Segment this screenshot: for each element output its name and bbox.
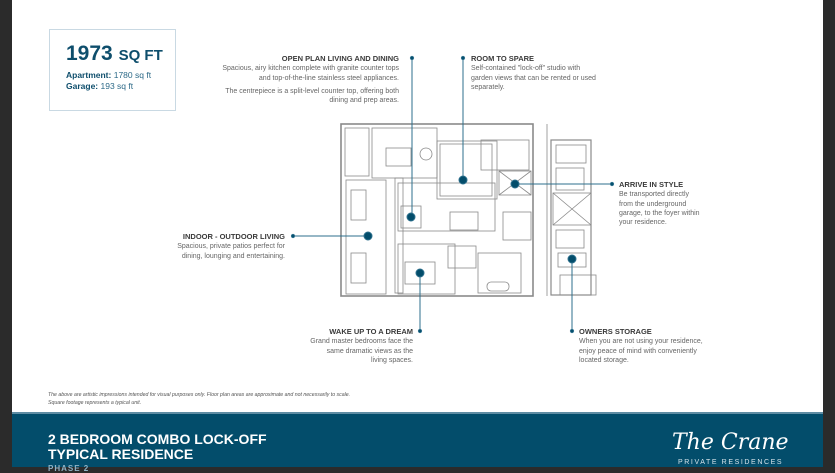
brand-logo-subtitle: PRIVATE RESIDENCES: [678, 459, 784, 466]
room-to-spare-marker: [460, 55, 466, 61]
callout-text: Spacious, private patios perfect for din…: [177, 243, 285, 260]
brand-logo: The Crane: [672, 430, 789, 455]
storage-marker: [569, 328, 575, 334]
disclaimer-line: Square footage represents a typical unit…: [48, 400, 142, 406]
garage-label: Garage:: [66, 81, 99, 91]
total-area: 1973 SQ FT: [66, 42, 163, 66]
square-footage-box: 1973 SQ FT Apartment: 1780 sq ft Garage:…: [49, 29, 176, 111]
callout-text: Spacious, airy kitchen complete with gra…: [222, 65, 399, 82]
phase-label: PHASE 2: [48, 464, 90, 473]
open-plan-marker: [409, 55, 415, 61]
storage-dot: [567, 254, 577, 264]
apartment-value: 1780 sq ft: [113, 70, 152, 80]
apartment-area: Apartment: 1780 sq ft: [66, 70, 151, 80]
total-unit: SQ FT: [118, 47, 163, 64]
callout-title: INDOOR - OUTDOOR LIVING: [182, 232, 285, 241]
callout-text: When you are not using your residence, e…: [579, 338, 703, 364]
callout-arrive-in-style: ARRIVE IN STYLE Be transported directly …: [619, 180, 701, 227]
floor-plan-walls: [340, 123, 597, 297]
callout-indoor-outdoor: INDOOR - OUTDOOR LIVING Spacious, privat…: [160, 232, 285, 261]
callout-open-plan: OPEN PLAN LIVING AND DINING Spacious, ai…: [222, 54, 399, 105]
open-plan-dot: [406, 212, 416, 222]
arrive-dot: [510, 179, 520, 189]
brochure-page: 1973 SQ FT Apartment: 1780 sq ft Garage:…: [12, 0, 823, 467]
total-value: 1973: [66, 42, 113, 65]
callout-title: WAKE UP TO A DREAM: [329, 327, 413, 336]
disclaimer: The above are artistic impressions inten…: [48, 391, 350, 407]
room-to-spare-dot: [458, 175, 468, 185]
residence-title: 2 BEDROOM COMBO LOCK-OFF TYPICAL RESIDEN…: [48, 432, 267, 462]
callout-text: The centrepiece is a split-level counter…: [225, 87, 399, 105]
callout-title: OWNERS STORAGE: [579, 327, 652, 336]
callout-room-to-spare: ROOM TO SPARE Self-contained "lock-off" …: [471, 54, 596, 92]
residence-title-line2: TYPICAL RESIDENCE: [48, 446, 194, 462]
disclaimer-line: The above are artistic impressions inten…: [48, 392, 351, 398]
residence-title-line1: 2 BEDROOM COMBO LOCK-OFF: [48, 431, 267, 447]
garage-value: 193 sq ft: [100, 81, 134, 91]
footer-banner: 2 BEDROOM COMBO LOCK-OFF TYPICAL RESIDEN…: [12, 412, 823, 473]
apartment-label: Apartment:: [66, 70, 112, 80]
callout-title: ROOM TO SPARE: [471, 54, 535, 63]
wake-marker: [417, 328, 423, 334]
callout-text: Self-contained "lock-off" studio with ga…: [471, 65, 596, 91]
callout-wake-up: WAKE UP TO A DREAM Grand master bedrooms…: [310, 327, 413, 365]
garage-area: Garage: 193 sq ft: [66, 81, 133, 91]
wake-dot: [415, 268, 425, 278]
arrive-marker: [609, 181, 615, 187]
callout-title: OPEN PLAN LIVING AND DINING: [281, 54, 399, 63]
indoor-dot: [363, 231, 373, 241]
callout-title: ARRIVE IN STYLE: [619, 180, 684, 189]
callout-owners-storage: OWNERS STORAGE When you are not using yo…: [579, 327, 704, 365]
callout-text: Grand master bedrooms face the same dram…: [310, 338, 413, 364]
indoor-marker: [290, 233, 296, 239]
callout-text: Be transported directly from the undergr…: [619, 191, 700, 227]
callout-leaders: [290, 55, 615, 334]
